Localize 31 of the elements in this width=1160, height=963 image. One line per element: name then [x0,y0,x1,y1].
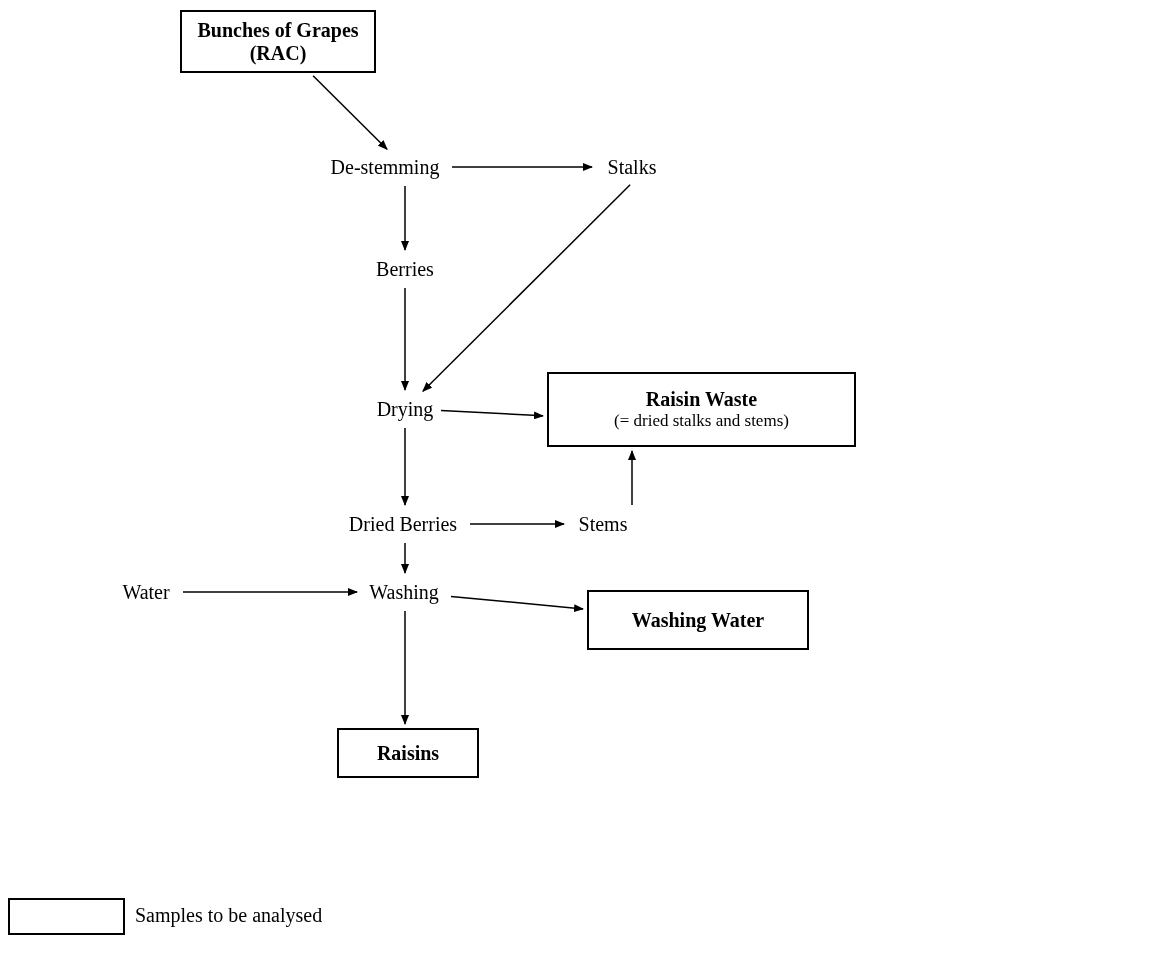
node-title: Raisins [376,741,440,765]
node-title: Stalks [607,155,657,179]
arrow [401,185,409,251]
arrow [628,450,636,506]
arrow [451,163,593,171]
arrow [450,595,584,613]
legend-text: Samples to be analysed [135,904,323,927]
arrow [401,542,409,574]
arrow [401,610,409,725]
sample-box [587,590,809,650]
node-title: Stems [578,512,628,536]
arrow [401,427,409,506]
arrow [440,409,544,420]
arrow [401,287,409,391]
node-title: Washing Water [631,608,765,632]
node-title: Raisin Waste [645,388,758,411]
arrow [469,520,565,528]
arrow [312,75,388,150]
node-title: Dried Berries [348,512,458,536]
node-title: Berries [376,257,434,281]
arrow [422,184,631,392]
node-note: (= dried stalks and stems) [614,411,789,431]
node-title: Washing [369,580,439,604]
sample-box [547,372,856,447]
node-title: De-stemming [330,155,440,179]
node-title: Drying [376,397,434,421]
sample-box [180,10,376,73]
node-title: Bunches of Grapes (RAC) [196,18,360,65]
arrow [182,588,358,596]
sample-box [337,728,479,778]
node-title: Water [122,580,170,604]
